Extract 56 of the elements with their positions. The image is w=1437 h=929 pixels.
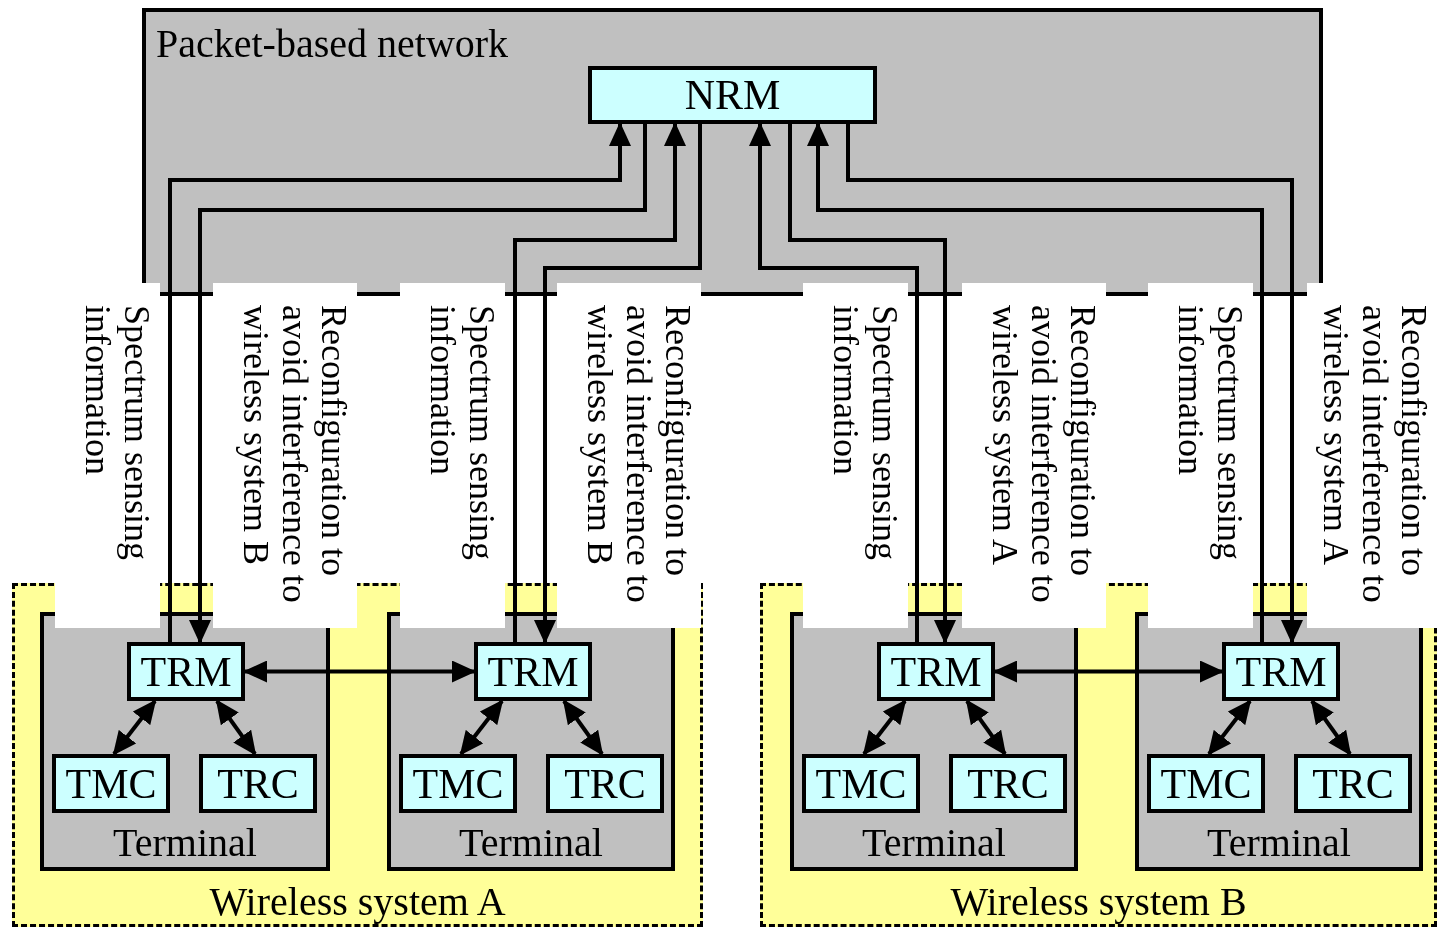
terminal-box [40, 612, 330, 871]
module-box [399, 754, 517, 813]
module-label: TRC [217, 762, 299, 805]
module-box [1147, 754, 1265, 813]
arrow [562, 699, 604, 756]
terminal-box [790, 612, 1078, 871]
arrow [1207, 699, 1252, 756]
module-box [949, 754, 1067, 813]
terminal-label: Terminal [861, 823, 1007, 863]
terminal-label: Terminal [112, 823, 258, 863]
module-box [588, 66, 877, 124]
module-box [546, 754, 664, 813]
arrow [513, 122, 686, 642]
module-label: TRM [140, 650, 232, 693]
module-box [1294, 754, 1412, 813]
module-label: TMC [65, 762, 157, 805]
system-title: Wireless system B [949, 882, 1248, 922]
module-box [1222, 642, 1340, 701]
module-label: TRM [487, 650, 579, 693]
module-label: TRC [967, 762, 1049, 805]
arrow [965, 699, 1007, 756]
module-label: TRM [890, 650, 982, 693]
terminal-box [387, 612, 675, 871]
module-label: TMC [412, 762, 504, 805]
arrow [807, 122, 1264, 642]
module-label: TRC [564, 762, 646, 805]
module-box [52, 754, 170, 813]
module-box [199, 754, 317, 813]
edge-label: Spectrum sensing information [55, 283, 160, 628]
arrow [862, 699, 907, 756]
arrow [1310, 699, 1352, 756]
edge-label: Spectrum sensing information [803, 283, 908, 628]
module-label: TMC [815, 762, 907, 805]
arrow [534, 124, 702, 644]
module-label: NRM [684, 74, 781, 116]
module-label: TMC [1160, 762, 1252, 805]
arrow [749, 122, 919, 642]
system-title: Wireless system A [208, 882, 507, 922]
arrow [788, 124, 956, 644]
arrow [846, 124, 1303, 644]
arrow [459, 699, 504, 756]
module-label: TRC [1312, 762, 1394, 805]
module-box [802, 754, 920, 813]
arrow [993, 660, 1224, 683]
arrow [215, 699, 257, 756]
network-title: Packet-based network [156, 24, 509, 64]
module-label: TRM [1235, 650, 1327, 693]
module-box [127, 642, 245, 701]
module-box [474, 642, 592, 701]
network-box [142, 8, 1323, 296]
module-box [877, 642, 995, 701]
terminal-label: Terminal [458, 823, 604, 863]
arrow [112, 699, 157, 756]
terminal-box [1135, 612, 1423, 871]
arrow [243, 660, 476, 683]
terminal-label: Terminal [1206, 823, 1352, 863]
